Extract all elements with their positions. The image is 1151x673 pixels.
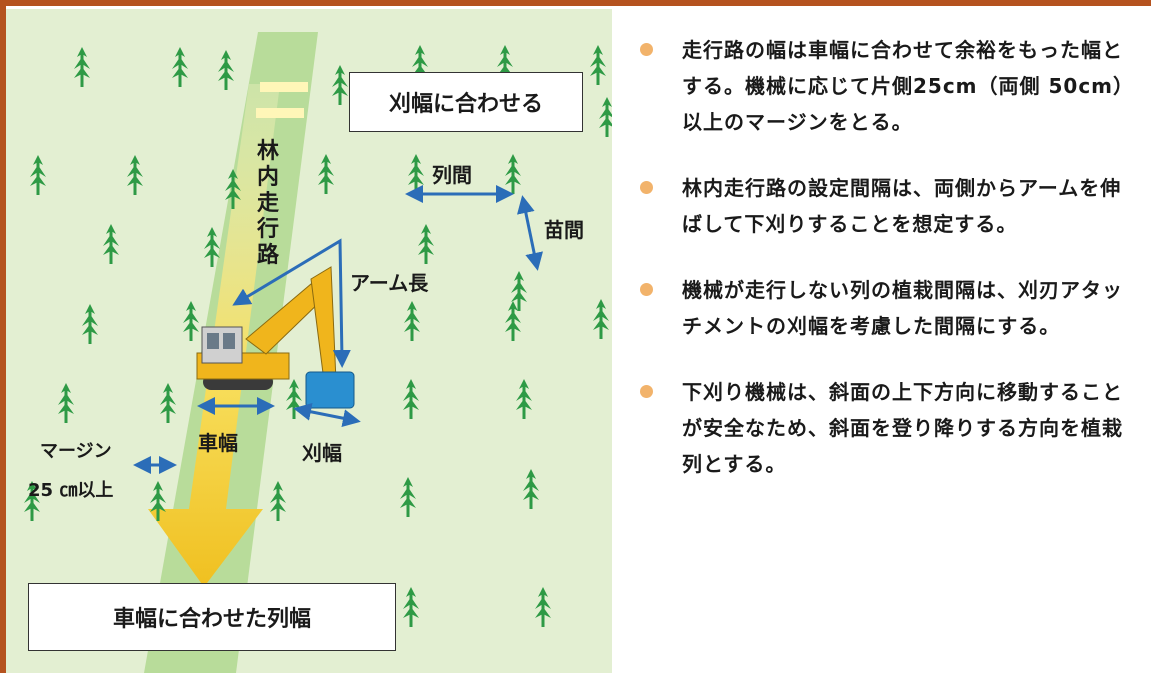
- top-label-box: 刈幅に合わせる: [349, 72, 583, 132]
- guideline-text: 下刈り機械は、斜面の上下方向に移動することが安全なため、斜面を登り降りする方向を…: [682, 380, 1123, 476]
- arm-length-label: アーム長: [350, 271, 429, 295]
- bullet-dot-icon: [640, 385, 653, 398]
- row-gap-label: 列間: [432, 163, 472, 187]
- guideline-text: 走行路の幅は車幅に合わせて余裕をもった幅とする。機械に応じて片側25cm（両側 …: [682, 38, 1135, 134]
- margin-label-2: 25 ㎝以上: [28, 480, 114, 501]
- guideline-text: 機械が走行しない列の植栽間隔は、刈刃アタッチメントの刈幅を考慮した間隔にする。: [682, 278, 1123, 338]
- top-border: [0, 0, 1151, 6]
- road-label: 林内走行路: [256, 139, 279, 268]
- road-mark-1: [260, 82, 308, 92]
- guideline-item: 走行路の幅は車幅に合わせて余裕をもった幅とする。機械に応じて片側25cm（両側 …: [636, 32, 1141, 140]
- guideline-text: 林内走行路の設定間隔は、両側からアームを伸ばして下刈りすることを想定する。: [682, 176, 1122, 236]
- bullet-dot-icon: [640, 43, 653, 56]
- bullet-dot-icon: [640, 283, 653, 296]
- guideline-item: 林内走行路の設定間隔は、両側からアームを伸ばして下刈りすることを想定する。: [636, 170, 1141, 242]
- forest-road-diagram: 刈幅に合わせる 車幅に合わせた列幅 林内走行路 列間 苗間 アーム長 車幅 刈幅…: [6, 9, 612, 673]
- guideline-item: 機械が走行しない列の植栽間隔は、刈刃アタッチメントの刈幅を考慮した間隔にする。: [636, 272, 1141, 344]
- seedling-gap-label: 苗間: [544, 218, 584, 242]
- left-border: [0, 6, 6, 673]
- vehicle-width-label: 車幅: [198, 431, 238, 455]
- bullet-dot-icon: [640, 181, 653, 194]
- road-mark-2: [256, 108, 304, 118]
- dimension-arrows: [133, 185, 543, 474]
- guideline-item: 下刈り機械は、斜面の上下方向に移動することが安全なため、斜面を登り降りする方向を…: [636, 374, 1141, 482]
- cut-width-label: 刈幅: [302, 441, 342, 465]
- diagram-canvas: [24, 32, 612, 673]
- margin-label-1: マージン: [40, 441, 112, 462]
- guideline-list: 走行路の幅は車幅に合わせて余裕をもった幅とする。機械に応じて片側25cm（両側 …: [636, 32, 1141, 512]
- bottom-label-box: 車幅に合わせた列幅: [28, 583, 396, 651]
